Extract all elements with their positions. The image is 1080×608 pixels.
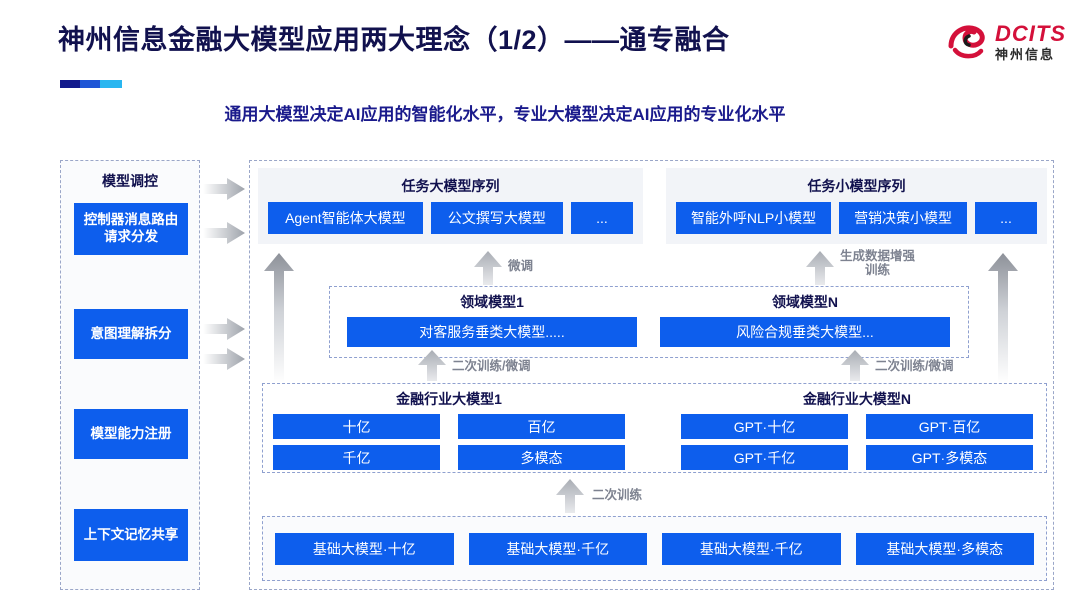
logo-text: DCITS 神州信息 (995, 21, 1066, 62)
arrow-label-data-augment-line1: 生成数据增强 (840, 249, 916, 263)
sidebar-item-capability-registry[interactable]: 模型能力注册 (74, 409, 188, 459)
industry-1-box-billion[interactable]: 十亿 (273, 414, 440, 439)
logo-en-text: DCITS (995, 21, 1066, 46)
domain-model-n-title: 领域模型N (771, 294, 839, 310)
industry-model-1: 金融行业大模型1 十亿 百亿 千亿 多模态 (273, 389, 625, 470)
flow-arrow-right-2 (203, 222, 245, 244)
base-model-box-2[interactable]: 基础大模型·千亿 (468, 533, 647, 565)
base-model-box-1[interactable]: 基础大模型·十亿 (275, 533, 454, 565)
model-box-more-small[interactable]: ... (975, 202, 1038, 234)
industry-model-n-grid: GPT·十亿 GPT·百亿 GPT·千亿 GPT·多模态 (681, 414, 1033, 470)
industry-1-box-ten-billion[interactable]: 百亿 (458, 414, 625, 439)
diagram-main-panel: 任务大模型序列 Agent智能体大模型 公文撰写大模型 ... 任务小模型序列 … (249, 160, 1054, 590)
base-model-box-3[interactable]: 基础大模型·千亿 (662, 533, 841, 565)
model-box-more-large[interactable]: ... (571, 202, 633, 234)
arrow-label-retrain-right: 二次训练/微调 (875, 359, 954, 373)
arrow-up-right-long (988, 253, 1018, 383)
flow-arrow-right-3 (203, 318, 245, 340)
sidebar-item-context-memory[interactable]: 上下文记忆共享 (74, 509, 188, 561)
arrow-up-left-long (264, 253, 294, 383)
industry-1-box-multimodal[interactable]: 多模态 (458, 445, 625, 470)
model-box-marketing-decision[interactable]: 营销决策小模型 (839, 202, 968, 234)
model-box-document-writing[interactable]: 公文撰写大模型 (430, 202, 563, 234)
sidebar-title: 模型调控 (102, 173, 158, 189)
flow-arrow-right-4 (203, 348, 245, 370)
logo-cn-text: 神州信息 (995, 47, 1056, 62)
domain-model-1-title: 领域模型1 (460, 294, 524, 310)
accent-segment-3 (100, 80, 122, 88)
task-large-model-row: Agent智能体大模型 公文撰写大模型 ... (268, 202, 633, 234)
arrow-up-retrain-base (556, 479, 584, 513)
task-small-model-row: 智能外呼NLP小模型 营销决策小模型 ... (676, 202, 1038, 234)
task-large-model-sequence-title: 任务大模型序列 (401, 178, 500, 194)
arrow-label-data-augment-line2: 训练 (865, 263, 891, 278)
sidebar-item-controller-routing[interactable]: 控制器消息路由请求分发 (74, 203, 188, 255)
accent-bar (60, 80, 122, 88)
industry-n-box-hundred-billion[interactable]: GPT·千亿 (681, 445, 848, 470)
dcits-logo: DCITS 神州信息 (945, 20, 1066, 64)
domain-model-band: 领域模型1 对客服务垂类大模型..... 领域模型N 风险合规垂类大模型... (329, 286, 969, 358)
industry-n-box-multimodal[interactable]: GPT·多模态 (866, 445, 1033, 470)
industry-model-1-grid: 十亿 百亿 千亿 多模态 (273, 414, 625, 470)
domain-model-n: 领域模型N 风险合规垂类大模型... (660, 292, 950, 347)
sidebar-model-control: 模型调控 控制器消息路由请求分发 意图理解拆分 模型能力注册 上下文记忆共享 (60, 160, 200, 590)
task-large-model-sequence: 任务大模型序列 Agent智能体大模型 公文撰写大模型 ... (258, 168, 643, 244)
arrow-up-data-augment (806, 251, 834, 285)
arrow-label-data-augment: 生成数据增强 训练 (840, 249, 915, 278)
industry-n-box-billion[interactable]: GPT·十亿 (681, 414, 848, 439)
base-model-row: 基础大模型·十亿 基础大模型·千亿 基础大模型·千亿 基础大模型·多模态 (263, 517, 1046, 581)
accent-segment-1 (60, 80, 80, 88)
model-box-agent[interactable]: Agent智能体大模型 (268, 202, 423, 234)
model-box-outbound-nlp[interactable]: 智能外呼NLP小模型 (676, 202, 832, 234)
domain-model-n-box[interactable]: 风险合规垂类大模型... (660, 317, 950, 347)
industry-model-n: 金融行业大模型N GPT·十亿 GPT·百亿 GPT·千亿 GPT·多模态 (681, 389, 1033, 470)
sidebar-item-intent-parsing[interactable]: 意图理解拆分 (74, 309, 188, 359)
arrow-label-retrain-base: 二次训练 (592, 488, 643, 502)
task-small-model-sequence: 任务小模型序列 智能外呼NLP小模型 营销决策小模型 ... (666, 168, 1047, 244)
arrow-up-fine-tune (474, 251, 502, 285)
base-model-box-4[interactable]: 基础大模型·多模态 (855, 533, 1034, 565)
page-subtitle: 通用大模型决定AI应用的智能化水平，专业大模型决定AI应用的专业化水平 (224, 105, 786, 124)
task-small-model-sequence-title: 任务小模型序列 (807, 178, 906, 194)
dcits-swirl-icon (945, 20, 989, 64)
industry-model-n-title: 金融行业大模型N (802, 391, 912, 407)
domain-model-1: 领域模型1 对客服务垂类大模型..... (347, 292, 637, 347)
flow-arrow-right-1 (203, 178, 245, 200)
industry-1-box-hundred-billion[interactable]: 千亿 (273, 445, 440, 470)
arrow-label-retrain-left: 二次训练/微调 (452, 359, 531, 373)
industry-n-box-ten-billion[interactable]: GPT·百亿 (866, 414, 1033, 439)
industry-model-band: 金融行业大模型1 十亿 百亿 千亿 多模态 金融行业大模型N GPT·十亿 GP… (262, 383, 1047, 473)
page-title: 神州信息金融大模型应用两大理念（1/2）——通专融合 (58, 25, 730, 55)
arrow-label-fine-tune: 微调 (508, 259, 534, 273)
industry-model-1-title: 金融行业大模型1 (396, 391, 502, 407)
base-model-band: 基础大模型·十亿 基础大模型·千亿 基础大模型·千亿 基础大模型·多模态 (262, 516, 1047, 581)
accent-segment-2 (80, 80, 100, 88)
domain-model-1-box[interactable]: 对客服务垂类大模型..... (347, 317, 637, 347)
